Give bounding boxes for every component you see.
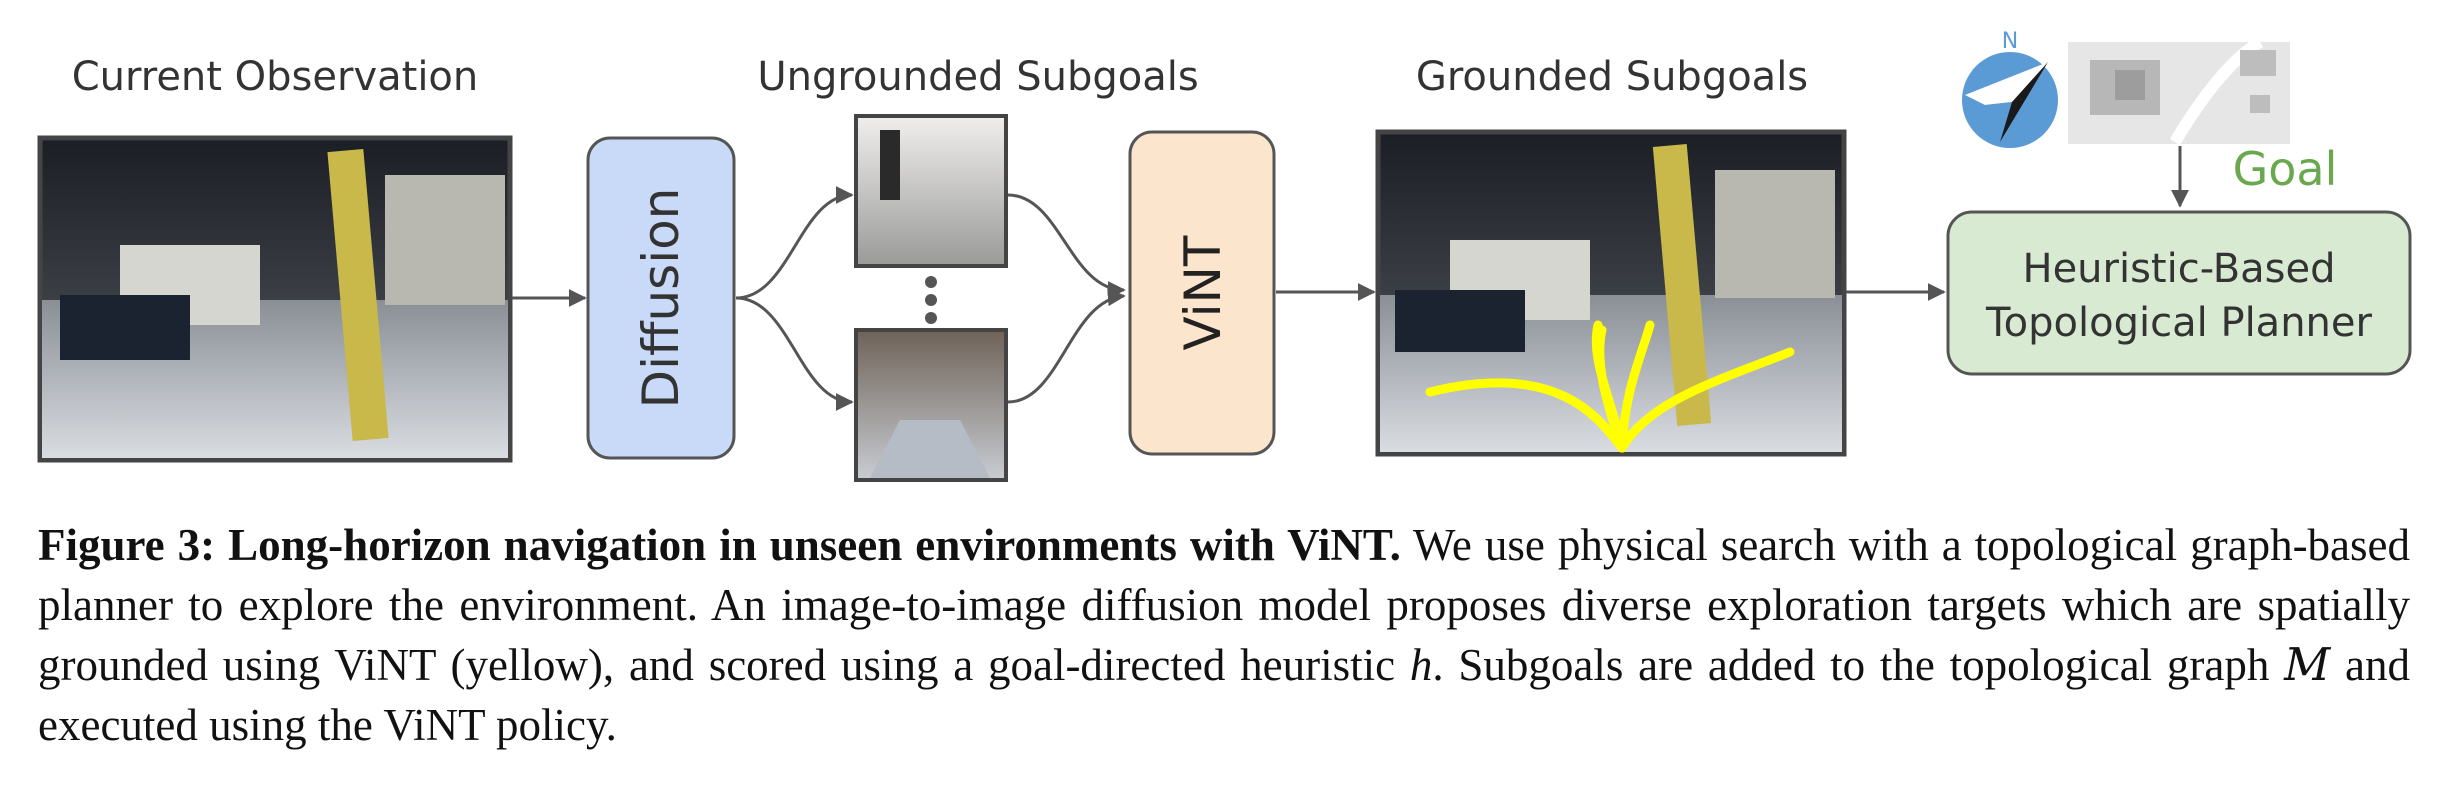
arrow-diffusion-to-subgoal-1: [735, 186, 854, 300]
current-observation-label: Current Observation: [72, 54, 479, 100]
caption-text-2: . Subgoals are added to the topological …: [1432, 640, 2285, 690]
ungrounded-subgoal-image-1: [854, 114, 1008, 268]
navigation-pipeline-diagram: Current Observation Diffusion Ungrounded…: [37, 29, 2412, 482]
ungrounded-subgoals-label: Ungrounded Subgoals: [757, 54, 1198, 100]
arrow-subgoal-2-to-vint: [1007, 288, 1126, 404]
planner-label-line1: Heuristic-Based: [2022, 246, 2335, 292]
figure-title: Long-horizon navigation in unseen enviro…: [228, 520, 1401, 570]
arrow-diffusion-to-subgoal-2: [735, 296, 854, 411]
vint-label: ViNT: [1174, 235, 1232, 350]
vint-box: [1128, 130, 1276, 456]
graph-symbol: M: [2284, 638, 2331, 691]
ellipsis-dot: [925, 294, 937, 306]
figure-caption: Figure 3: Long-horizon navigation in uns…: [38, 515, 2410, 755]
ellipsis-dot: [925, 312, 937, 324]
ellipsis-dot: [925, 276, 937, 288]
current-observation-image: [37, 135, 513, 463]
caption-text-3: and executed using the ViNT policy.: [38, 640, 2410, 750]
figure-number: Figure 3:: [38, 520, 216, 570]
grounded-subgoals-image: [1375, 129, 1847, 457]
goal-map-image: [2068, 36, 2290, 146]
planner-label-line2: Topological Planner: [1985, 300, 2372, 346]
heuristic-symbol: h: [1409, 640, 1433, 690]
caption-text-1: We use physical search with a topologica…: [38, 520, 2411, 690]
goal-label: Goal: [2233, 142, 2338, 196]
arrow-subgoal-1-to-vint: [1007, 193, 1126, 299]
planner-box: [1946, 210, 2412, 376]
grounded-subgoals-label: Grounded Subgoals: [1416, 54, 1808, 100]
compass-icon: [1962, 52, 2058, 148]
grounded-paths: [1425, 320, 1795, 453]
ungrounded-subgoal-image-2: [854, 328, 1008, 482]
diffusion-label: Diffusion: [632, 188, 690, 409]
compass-north-label: N: [2002, 29, 2018, 54]
diffusion-box: [586, 136, 736, 460]
